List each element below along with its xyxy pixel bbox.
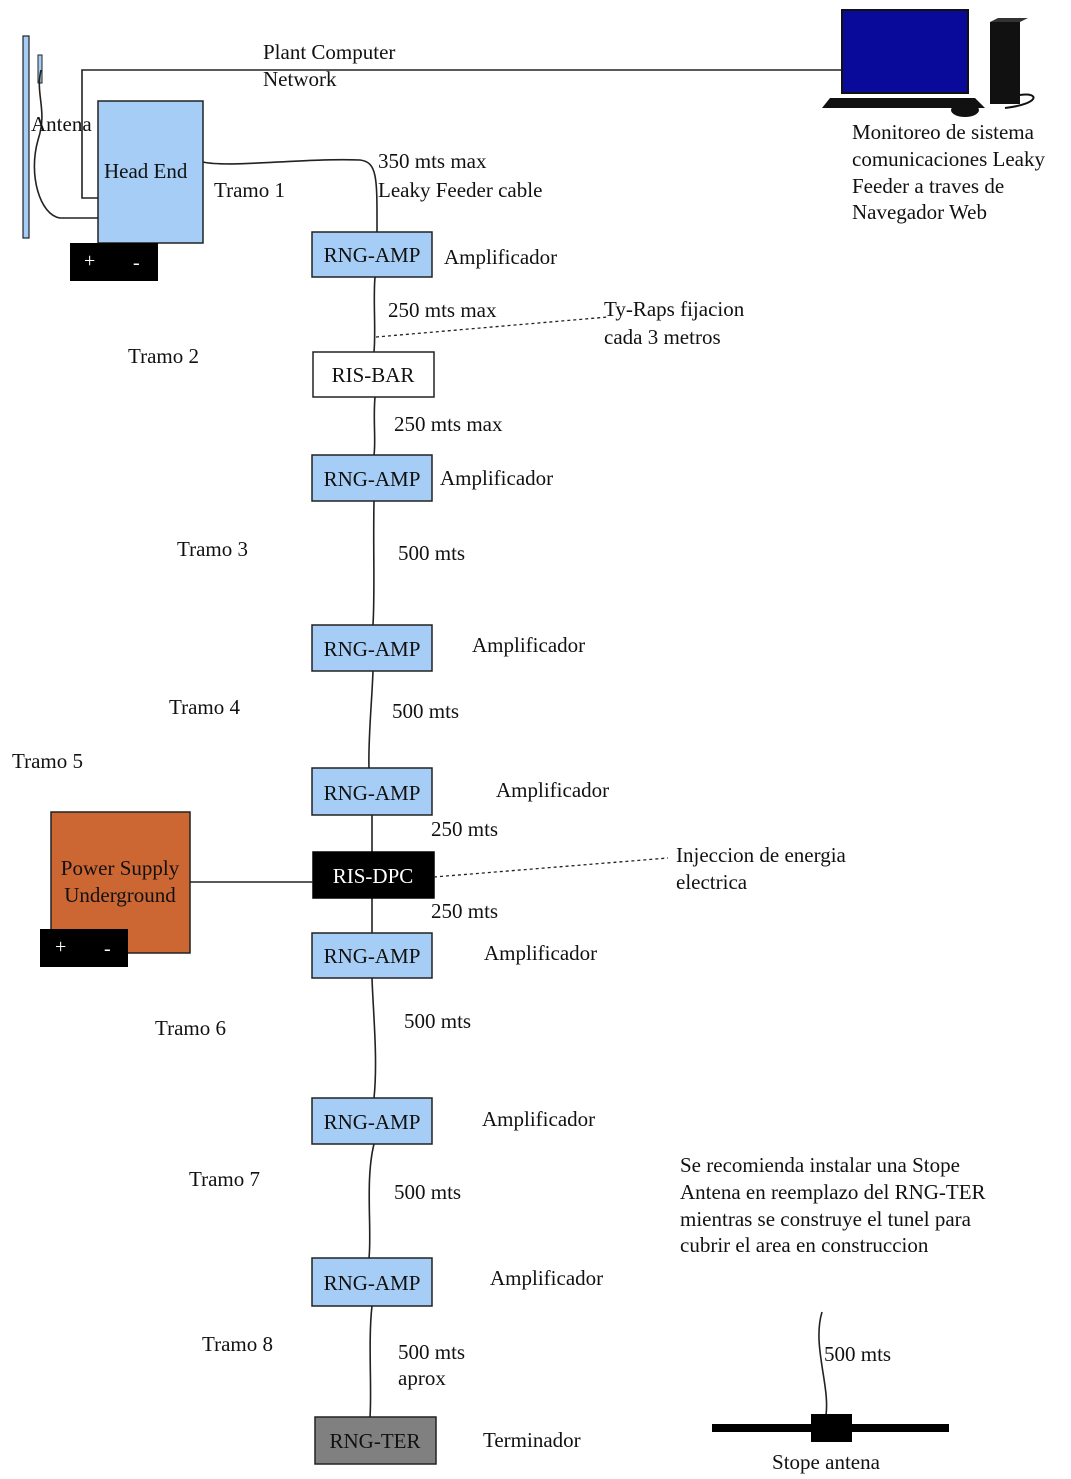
note-line2: Antena en reemplazo del RNG-TER bbox=[680, 1180, 986, 1204]
distance-label: 250 mts max bbox=[394, 412, 503, 436]
network-label-line1: Plant Computer bbox=[263, 40, 395, 64]
trunk-segment-7 bbox=[371, 977, 377, 1099]
device-9-caption: Amplificador bbox=[490, 1266, 603, 1290]
trunk-segment-9 bbox=[369, 1305, 373, 1418]
antenna-cable bbox=[33, 69, 100, 219]
head-end-label: Head End bbox=[104, 159, 188, 183]
device-5: RNG-AMP bbox=[311, 767, 433, 816]
tramo5-label: Tramo 5 bbox=[12, 749, 83, 773]
device-10: RNG-TER bbox=[314, 1416, 437, 1465]
device-8-caption: Amplificador bbox=[482, 1107, 595, 1131]
device-7: RNG-AMP bbox=[311, 932, 433, 979]
distance-label: 500 mts bbox=[392, 699, 459, 723]
device-4-label: RNG-AMP bbox=[324, 637, 421, 661]
distance-label: 500 mts bbox=[394, 1180, 461, 1204]
trunk-segment-1 bbox=[373, 276, 376, 353]
cable-label-line2: Leaky Feeder cable bbox=[378, 178, 542, 202]
antena-label: Antena bbox=[31, 112, 92, 136]
distance-label: 500 mts bbox=[398, 1340, 465, 1364]
stope-antenna-label: Stope antena bbox=[772, 1450, 881, 1474]
injection-callout-line bbox=[433, 857, 669, 878]
power-supply-terminal-block: + - bbox=[40, 929, 128, 967]
device-4: RNG-AMP bbox=[311, 624, 433, 672]
head-end-terminal-block: + - bbox=[70, 243, 158, 281]
device-5-label: RNG-AMP bbox=[324, 781, 421, 805]
tramo7-label: Tramo 7 bbox=[189, 1167, 260, 1191]
device-6: RIS-DPC bbox=[312, 851, 435, 899]
leaky-feeder-cable bbox=[202, 158, 378, 233]
note-line4: cubrir el area en construccion bbox=[680, 1233, 929, 1257]
device-1: RNG-AMP bbox=[311, 231, 433, 278]
tyraps-callout-line bbox=[375, 316, 609, 338]
device-9: RNG-AMP bbox=[311, 1257, 433, 1307]
terminator-caption: Terminador bbox=[483, 1428, 581, 1452]
power-supply-label-line2: Underground bbox=[64, 883, 176, 907]
monitor-label-line4: Navegador Web bbox=[852, 200, 987, 224]
trunk-segment-4 bbox=[368, 670, 374, 769]
device-1-caption: Amplificador bbox=[444, 245, 557, 269]
monitor-label-line1: Monitoreo de sistema bbox=[852, 120, 1035, 144]
injection-label-line1: Injeccion de energia bbox=[676, 843, 847, 867]
tramo2-label: Tramo 2 bbox=[128, 344, 199, 368]
head-end-box bbox=[97, 100, 204, 244]
minus-sign: - bbox=[104, 938, 111, 960]
device-7-label: RNG-AMP bbox=[324, 944, 421, 968]
cable-label-line1: 350 mts max bbox=[378, 149, 487, 173]
monitor-label-line2: comunicaciones Leaky bbox=[852, 147, 1045, 171]
device-7-caption: Amplificador bbox=[484, 941, 597, 965]
tyraps-label-line2: cada 3 metros bbox=[604, 325, 721, 349]
plus-sign: + bbox=[55, 936, 66, 958]
stope-distance-label: 500 mts bbox=[824, 1342, 891, 1366]
device-2-label: RIS-BAR bbox=[332, 363, 415, 387]
device-10-label: RNG-TER bbox=[330, 1429, 421, 1453]
distance-label: 500 mts bbox=[398, 541, 465, 565]
minus-sign: - bbox=[133, 252, 140, 274]
distance-label: 250 mts bbox=[431, 817, 498, 841]
device-1-label: RNG-AMP bbox=[324, 243, 421, 267]
distance-label: 250 mts max bbox=[388, 298, 497, 322]
computer-icon bbox=[822, 9, 1035, 117]
distance-label: 250 mts bbox=[431, 899, 498, 923]
trunk-segment-8 bbox=[368, 1143, 375, 1259]
tramo6-label: Tramo 6 bbox=[155, 1016, 226, 1040]
device-2: RIS-BAR bbox=[312, 351, 435, 398]
tramo4-label: Tramo 4 bbox=[169, 695, 240, 719]
device-8: RNG-AMP bbox=[311, 1097, 433, 1145]
tramo1-label: Tramo 1 bbox=[214, 178, 285, 202]
note-line1: Se recomienda instalar una Stope bbox=[680, 1153, 960, 1177]
device-3-caption: Amplificador bbox=[440, 466, 553, 490]
power-supply-label-line1: Power Supply bbox=[61, 856, 180, 880]
distance-label: 500 mts bbox=[404, 1009, 471, 1033]
tramo3-label: Tramo 3 bbox=[177, 537, 248, 561]
device-3: RNG-AMP bbox=[311, 454, 433, 502]
device-8-label: RNG-AMP bbox=[324, 1110, 421, 1134]
monitor-label-line3: Feeder a traves de bbox=[852, 174, 1004, 198]
device-3-label: RNG-AMP bbox=[324, 467, 421, 491]
injection-label-line2: electrica bbox=[676, 870, 748, 894]
stope-antenna-icon bbox=[712, 1414, 949, 1442]
trunk-segment-3 bbox=[372, 500, 375, 626]
tyraps-label-line1: Ty-Raps fijacion bbox=[604, 297, 745, 321]
note-line3: mientras se construye el tunel para bbox=[680, 1207, 972, 1231]
device-4-caption: Amplificador bbox=[472, 633, 585, 657]
stope-antenna-cable bbox=[818, 1311, 828, 1416]
plus-sign: + bbox=[84, 250, 95, 272]
device-6-label: RIS-DPC bbox=[333, 864, 414, 888]
network-label-line2: Network bbox=[263, 67, 337, 91]
tramo8-label: Tramo 8 bbox=[202, 1332, 273, 1356]
trunk-segment-2 bbox=[373, 396, 376, 456]
device-5-caption: Amplificador bbox=[496, 778, 609, 802]
distance-label: aprox bbox=[398, 1366, 446, 1390]
network-line bbox=[81, 69, 842, 199]
device-9-label: RNG-AMP bbox=[324, 1271, 421, 1295]
